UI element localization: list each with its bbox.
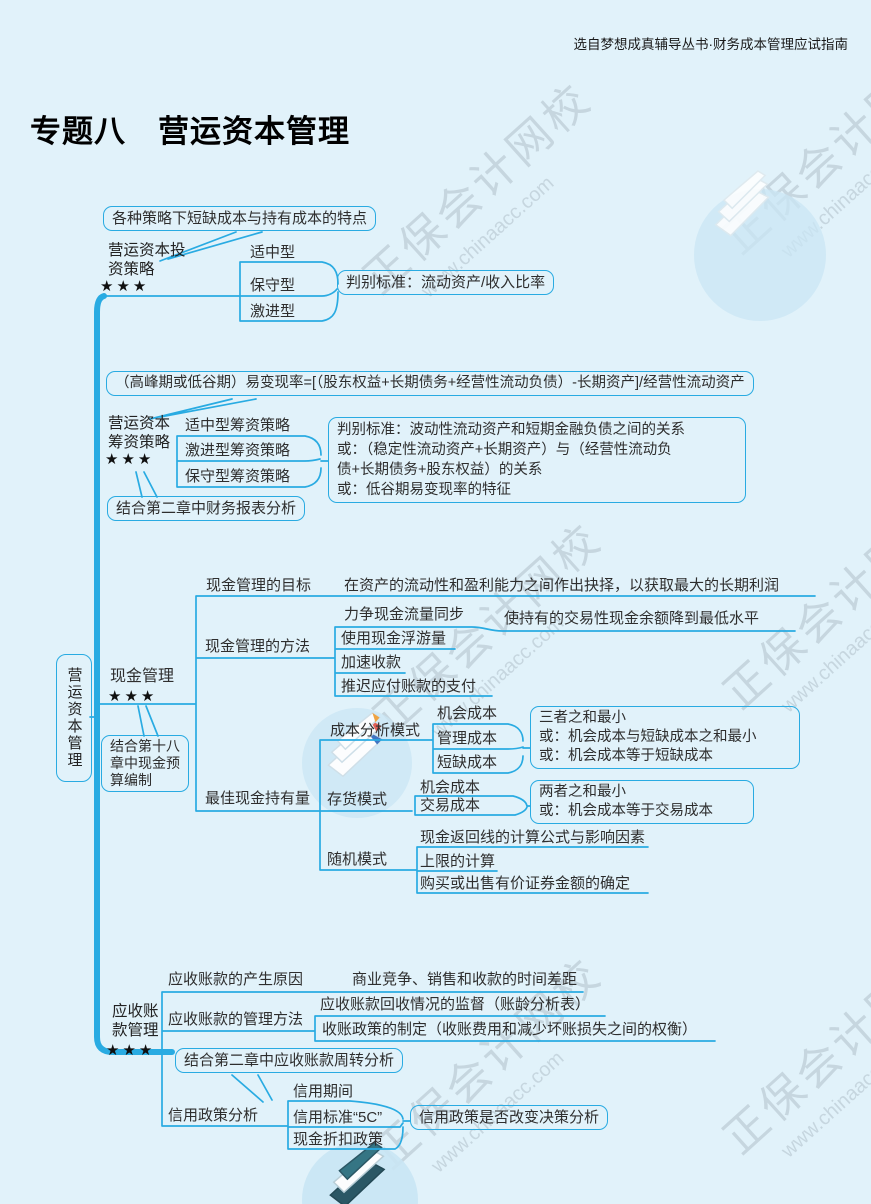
node-receivable-reason: 应收账款的产生原因	[168, 971, 304, 988]
note-box-chapter2-turnover: 结合第二章中应收账款周转分析	[175, 1048, 404, 1073]
node-collection-policy: 收账政策的制定（收账费用和减少坏账损失之间的权衡）	[322, 1021, 698, 1038]
node-cost-management: 管理成本	[437, 730, 498, 747]
node-receivable-reason-text: 商业竞争、销售和收款的时间差距	[352, 971, 578, 988]
receivable-branch-lines	[161, 991, 716, 1150]
node-rand-securities: 购买或出售有价证券金额的确定	[420, 875, 631, 892]
node-credit-policy-analysis: 信用政策分析	[168, 1107, 259, 1124]
node-method-sync-note: 使持有的交易性现金余额降到最低水平	[504, 610, 760, 627]
importance-stars-investment: ★★★	[100, 278, 150, 295]
node-receivable-methods: 应收账款的管理方法	[168, 1011, 304, 1028]
branch-label-financing-strategy: 营运资本 筹资策略	[108, 415, 171, 451]
node-method-sync-flows: 力争现金流量同步	[344, 606, 465, 623]
importance-stars-financing: ★★★	[105, 451, 155, 468]
node-inventory-model: 存货模式	[327, 791, 388, 808]
cash-branch-lines	[89, 595, 816, 894]
note-box-chapter2-statements: 结合第二章中财务报表分析	[107, 496, 306, 521]
node-method-speed-collection: 加速收款	[341, 654, 402, 671]
box-investment-criterion: 判别标准：流动资产/收入比率	[337, 270, 555, 295]
node-rand-upper-limit: 上限的计算	[420, 853, 496, 870]
page-title: 专题八 营运资本管理	[30, 114, 350, 149]
node-moderate-financing: 适中型筹资策略	[185, 417, 291, 434]
node-method-float: 使用现金浮游量	[341, 630, 447, 647]
node-aggressive-financing: 激进型筹资策略	[185, 442, 291, 459]
box-credit-policy-decision: 信用政策是否改变决策分析	[410, 1105, 609, 1130]
invest-branch-lines	[99, 231, 339, 322]
node-cost-analysis-model: 成本分析模式	[330, 722, 421, 739]
node-credit-period: 信用期间	[293, 1083, 354, 1100]
finance-branch-lines	[135, 398, 329, 498]
box-liquidity-formula: （高峰期或低谷期）易变现率=[（股东权益+长期债务+经营性流动负债）-长期资产]…	[106, 371, 754, 396]
node-cash-goal: 现金管理的目标	[206, 577, 312, 594]
node-best-cash-holding: 最佳现金持有量	[205, 790, 311, 807]
branch-label-cash-management: 现金管理	[110, 668, 175, 685]
node-method-delay-payables: 推迟应付账款的支付	[341, 678, 477, 695]
node-credit-standard-5c: 信用标准“5C”	[293, 1109, 383, 1126]
node-cost-opportunity: 机会成本	[437, 705, 498, 722]
brand-fan-icon	[714, 170, 770, 237]
node-random-model: 随机模式	[327, 851, 388, 868]
brand-fan-icon	[329, 1141, 386, 1204]
importance-stars-cash: ★★★	[108, 688, 158, 705]
node-receivable-monitor: 应收账款回收情况的监督（账龄分析表）	[320, 996, 591, 1013]
note-box-strategy-costs: 各种策略下短缺成本与持有成本的特点	[103, 206, 377, 231]
node-conservative-financing: 保守型筹资策略	[185, 468, 291, 485]
node-conservative-type: 保守型	[250, 277, 296, 294]
node-cost-shortage: 短缺成本	[437, 754, 498, 771]
node-cash-discount-policy: 现金折扣政策	[293, 1131, 384, 1148]
box-inventory-model-rule: 两者之和最小 或：机会成本等于交易成本	[530, 780, 754, 824]
node-inv-transaction: 交易成本	[420, 797, 481, 814]
node-moderate-type: 适中型	[250, 244, 296, 261]
node-rand-return-line: 现金返回线的计算公式与影响因素	[420, 829, 646, 846]
importance-stars-receivable: ★★★	[106, 1042, 156, 1059]
box-cost-model-rule: 三者之和最小 或：机会成本与短缺成本之和最小 或：机会成本等于短缺成本	[530, 706, 800, 769]
node-aggressive-type: 激进型	[250, 303, 296, 320]
branch-label-receivable-management: 应收账 款管理	[112, 1003, 159, 1039]
node-cash-methods: 现金管理的方法	[205, 638, 311, 655]
node-cash-goal-text: 在资产的流动性和盈利能力之间作出抉择，以获取最大的长期利润	[344, 577, 780, 594]
branch-label-investment-strategy: 营运资本投 资策略	[108, 242, 186, 278]
note-box-chapter18-budget: 结合第十八 章中现金预 算编制	[101, 735, 189, 792]
box-financing-criterion: 判别标准：波动性流动资产和短期金融负债之间的关系 或：（稳定性流动资产+长期资产…	[328, 417, 746, 503]
source-header: 选自梦想成真辅导丛书·财务成本管理应试指南	[573, 37, 849, 52]
node-inv-opportunity: 机会成本	[420, 779, 481, 796]
root-node-working-capital: 营运资本管理	[56, 654, 92, 782]
main-trunk-line	[94, 293, 175, 1055]
